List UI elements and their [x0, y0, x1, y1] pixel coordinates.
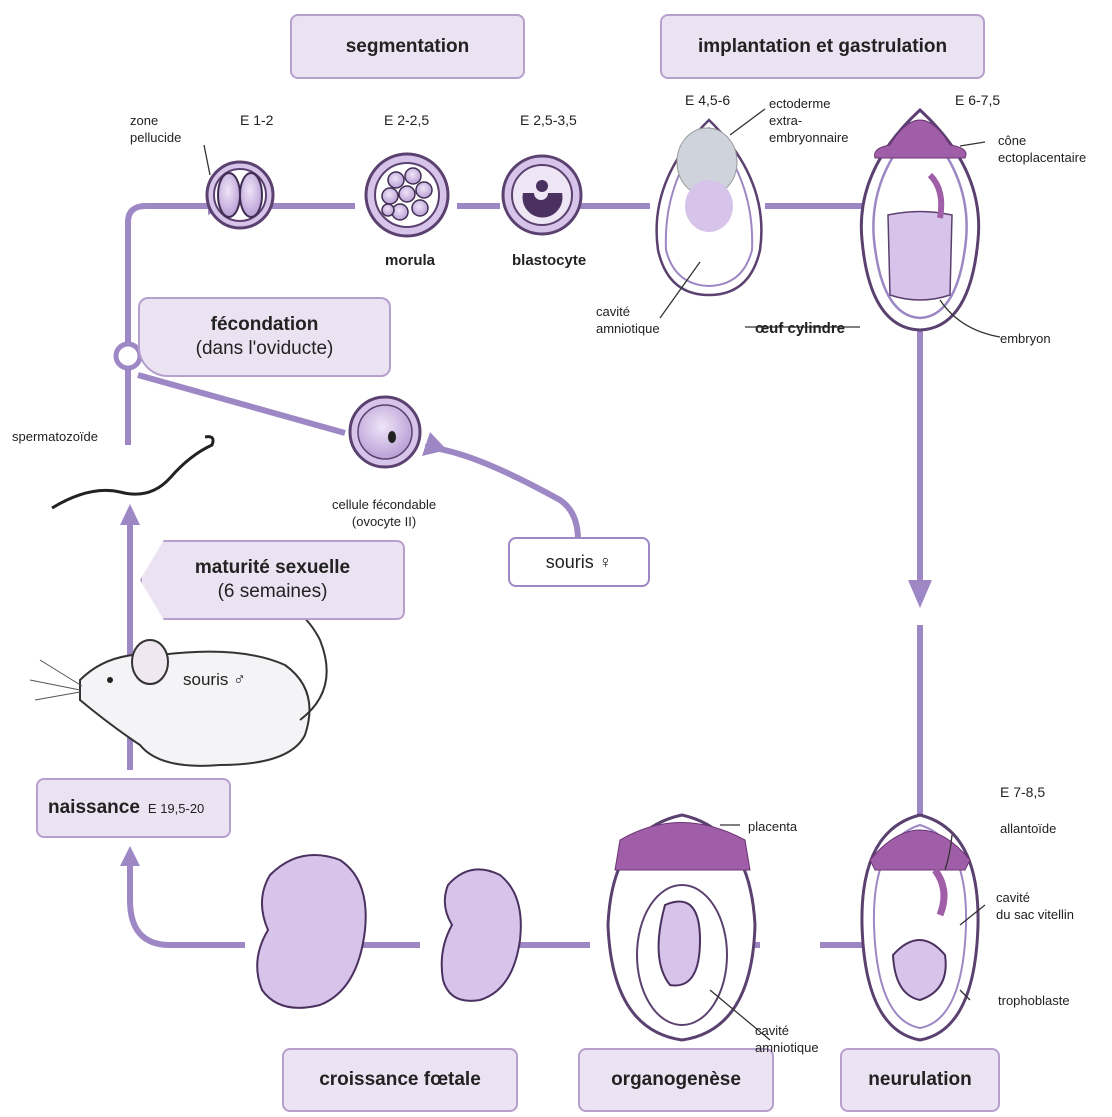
label-cellule-fecondable: cellule fécondable(ovocyte II) — [332, 496, 436, 530]
label-placenta: placenta — [748, 818, 797, 835]
neurulation-embryo — [862, 815, 978, 1040]
phase-naissance-label: naissance — [48, 797, 140, 819]
phase-segmentation-label: segmentation — [346, 36, 470, 58]
phase-naissance: naissance E 19,5-20 — [36, 778, 231, 838]
phase-implantation-label: implantation et gastrulation — [698, 36, 947, 58]
phase-segmentation: segmentation — [290, 14, 525, 79]
fetus-small — [442, 869, 521, 1000]
phase-neurulation: neurulation — [840, 1048, 1000, 1112]
label-allantoide: allantoïde — [1000, 820, 1056, 837]
souris-male-label: souris ♂ — [183, 671, 246, 688]
two-cell-embryo — [207, 162, 273, 228]
stage-e2: E 2-2,5 — [384, 112, 429, 128]
fetus-large — [257, 855, 366, 1008]
phase-croissance: croissance fœtale — [282, 1048, 518, 1112]
fecondation-node — [116, 344, 140, 368]
fecondation-title: fécondation — [211, 313, 319, 337]
phase-croissance-label: croissance fœtale — [319, 1069, 481, 1091]
souris-female-label: souris ♀ — [546, 552, 613, 573]
stage-e4: E 4,5-6 — [685, 92, 730, 108]
stage-e1: E 1-2 — [240, 112, 273, 128]
phase-organogenese: organogenèse — [578, 1048, 774, 1112]
spermatozoid — [52, 437, 213, 508]
arrow-head-up-maturite — [120, 504, 140, 525]
fecondation-subtitle: (dans l'oviducte) — [196, 337, 334, 361]
organogenesis-embryo — [608, 815, 755, 1040]
maturite-subtitle: (6 semaines) — [218, 580, 328, 604]
label-blastocyte: blastocyte — [512, 252, 586, 269]
label-morula: morula — [385, 252, 435, 269]
maturite-box: maturité sexuelle (6 semaines) — [140, 540, 405, 620]
phase-neurulation-label: neurulation — [868, 1069, 971, 1091]
oocyte — [350, 397, 420, 467]
fecondation-box: fécondation (dans l'oviducte) — [138, 297, 391, 377]
egg-e45-6 — [657, 120, 762, 295]
label-trophoblaste: trophoblaste — [998, 992, 1070, 1009]
phase-implantation: implantation et gastrulation — [660, 14, 985, 79]
egg-e6-75 — [861, 110, 978, 330]
blastocyte-embryo — [503, 156, 581, 234]
arrow-head-down — [908, 580, 932, 608]
phase-organogenese-label: organogenèse — [611, 1069, 741, 1091]
stage-e3: E 2,5-3,5 — [520, 112, 577, 128]
arrow-head-up-naissance — [120, 846, 140, 866]
label-embryon: embryon — [1000, 330, 1051, 347]
morula-embryo — [366, 154, 448, 236]
stage-e6: E 7-8,5 — [1000, 784, 1045, 800]
label-oeuf-cylindre: œuf cylindre — [755, 320, 845, 337]
stage-e5: E 6-7,5 — [955, 92, 1000, 108]
naissance-stage: E 19,5-20 — [148, 801, 204, 816]
souris-female-box: souris ♀ — [508, 537, 650, 587]
label-spermatozoide: spermatozoïde — [12, 428, 98, 445]
maturite-title: maturité sexuelle — [195, 556, 350, 580]
